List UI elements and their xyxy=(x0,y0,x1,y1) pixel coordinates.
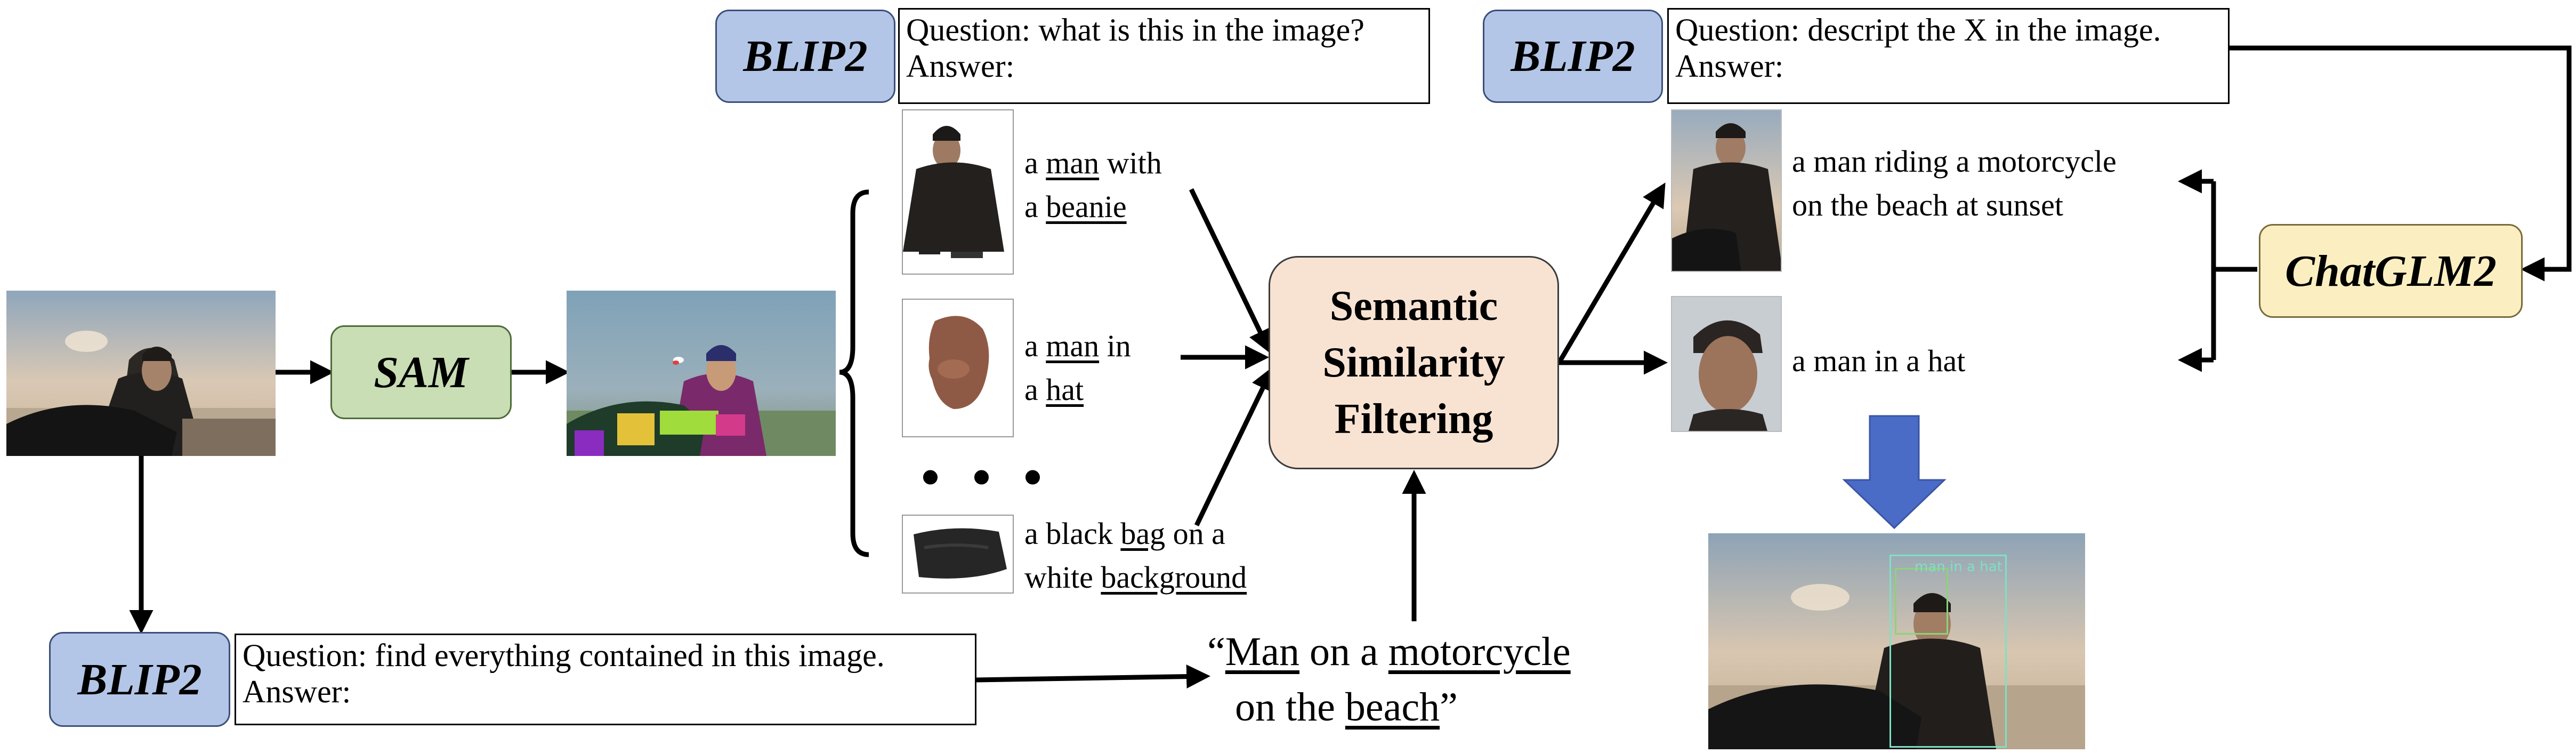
question-box-top-left: Question: what is this in the image? Ans… xyxy=(898,8,1430,104)
blip2-label: BLIP2 xyxy=(77,654,202,704)
semantic-similarity-filtering-box: Semantic Similarity Filtering xyxy=(1269,256,1559,469)
chatglm2-model-box: ChatGLM2 xyxy=(2259,224,2523,318)
blip2-model-box-top-right: BLIP2 xyxy=(1483,10,1663,103)
segment-thumb-bag xyxy=(902,515,1014,594)
blip2-model-box-top-left: BLIP2 xyxy=(715,10,895,103)
arrow-prompt-to-chatglm xyxy=(2230,45,2572,282)
question-box-bottom: Question: find everything contained in t… xyxy=(235,634,976,725)
caption-text: on a xyxy=(1299,629,1388,674)
caption-text: a xyxy=(1024,329,1046,363)
caption-text: a black xyxy=(1024,516,1121,551)
caption-text: on a xyxy=(1165,516,1225,551)
caption-keyword: man xyxy=(1046,329,1100,363)
filter-label-line1: Semantic xyxy=(1329,283,1498,330)
caption-text: a xyxy=(1024,189,1046,224)
caption-text: a man riding a motorcycle xyxy=(1792,144,2117,179)
answer-label: Answer: xyxy=(1675,49,1784,84)
segments-brace xyxy=(839,189,869,557)
question-text: Question: what is this in the image? xyxy=(906,12,1364,47)
caption-keyword: motorcycle xyxy=(1388,629,1571,674)
caption-text: a xyxy=(1024,146,1046,180)
crop-man-on-beach xyxy=(1671,109,1782,272)
blip2-label: BLIP2 xyxy=(743,31,868,81)
sam-label: SAM xyxy=(374,347,469,397)
down-arrow-to-result xyxy=(1842,415,1947,530)
detection-box-person xyxy=(1889,555,2007,748)
caption-text: on the xyxy=(1235,685,1345,730)
segmented-photo xyxy=(567,291,836,456)
caption-keyword: beach xyxy=(1345,685,1440,730)
caption-text: “ xyxy=(1207,629,1225,674)
filter-label-line3: Filtering xyxy=(1334,396,1493,443)
caption-text: in xyxy=(1099,329,1131,363)
detection-label: man in a hat xyxy=(1915,559,2002,575)
blip2-label: BLIP2 xyxy=(1511,31,1635,81)
filter-label-line2: Similarity xyxy=(1322,339,1505,386)
ellipsis: • • • xyxy=(921,447,1052,507)
blip2-model-box-bottom: BLIP2 xyxy=(49,632,230,727)
question-text: Question: descript the X in the image. xyxy=(1675,12,2161,47)
caption-keyword: Man xyxy=(1225,629,1300,674)
segment-caption-2: a man in a hat xyxy=(1024,324,1131,412)
segment-caption-1: a man with a beanie xyxy=(1024,141,1162,229)
answer-label: Answer: xyxy=(906,49,1015,84)
caption-keyword: background xyxy=(1101,560,1247,595)
segment-thumb-man xyxy=(902,109,1014,275)
caption-text: a man in a hat xyxy=(1792,343,1966,378)
refined-caption-2: a man in a hat xyxy=(1792,339,1965,383)
caption-text: on the beach at sunset xyxy=(1792,188,2063,222)
caption-text: with xyxy=(1099,146,1162,180)
segment-caption-3: a black bag on a white background xyxy=(1024,512,1247,599)
caption-keyword: beanie xyxy=(1046,189,1127,224)
question-text: Question: find everything contained in t… xyxy=(243,638,885,673)
caption-text: a xyxy=(1024,372,1046,407)
arrow-filter-to-crop1 xyxy=(1557,182,1666,364)
crop-head-with-hat xyxy=(1671,296,1782,432)
arrow-seg1-to-filter xyxy=(1189,188,1271,354)
segment-thumb-head xyxy=(902,299,1014,437)
arrow-bottomq-to-caption xyxy=(976,664,1210,689)
global-caption: “Man on a motorcycle on the beach” xyxy=(1207,624,1571,735)
input-photo xyxy=(6,291,276,456)
arrow-seg3-to-filter xyxy=(1194,366,1274,526)
chatglm-output-bracket xyxy=(2211,181,2257,360)
caption-keyword: hat xyxy=(1046,372,1084,407)
caption-keyword: bag xyxy=(1120,516,1166,551)
caption-text: ” xyxy=(1440,685,1458,730)
answer-label: Answer: xyxy=(243,674,351,709)
sam-model-box: SAM xyxy=(330,325,512,419)
caption-keyword: man xyxy=(1046,146,1100,180)
chatglm2-label: ChatGLM2 xyxy=(2285,246,2497,296)
question-box-top-right: Question: descript the X in the image. A… xyxy=(1667,8,2230,104)
detection-box-head xyxy=(1895,568,1948,635)
caption-text: white xyxy=(1024,560,1101,595)
refined-caption-1: a man riding a motorcycle on the beach a… xyxy=(1792,140,2117,227)
